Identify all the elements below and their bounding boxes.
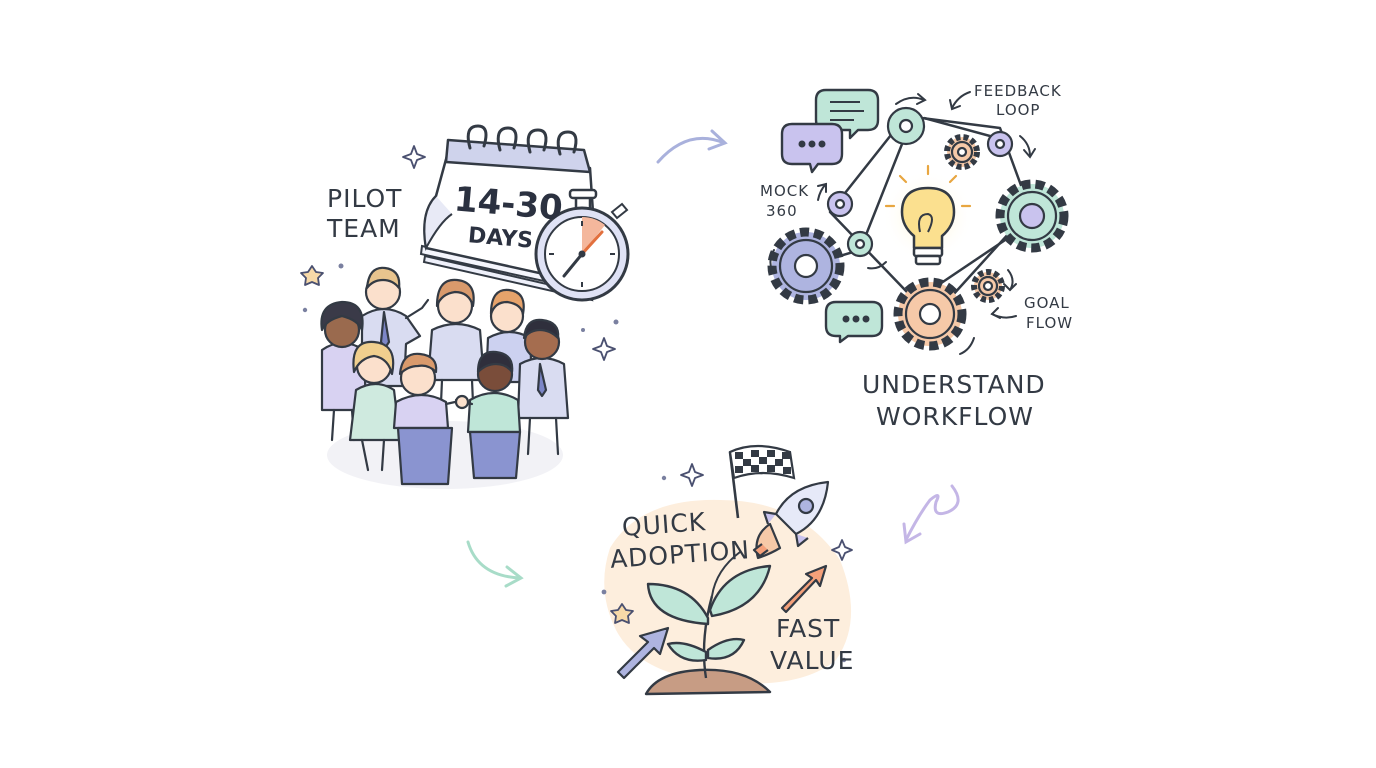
small-arrow-icon [769, 91, 1036, 355]
person-icon [516, 318, 570, 456]
gear-icon [767, 134, 1069, 351]
person-icon [454, 350, 522, 480]
stopwatch-icon [534, 188, 630, 302]
dot-decor [302, 263, 619, 332]
dot-decor [601, 475, 847, 663]
person-icon [426, 278, 486, 428]
flag-icon [728, 444, 796, 519]
feedback-label-line1: FEEDBACK [974, 82, 1062, 100]
mock-label-line2: 360 [766, 202, 798, 220]
fast-label-line2: VALUE [770, 646, 855, 675]
feedback-label-line2: LOOP [996, 101, 1041, 119]
workflow-title-line2: WORKFLOW [876, 402, 1034, 431]
flow-arrow-top [656, 129, 728, 164]
sparkle-icon [300, 145, 616, 361]
pilot-label-line1: PILOT [327, 184, 403, 213]
pilot-label-line2: TEAM [327, 214, 401, 243]
sprout-icon [644, 551, 772, 696]
goal-label-line1: GOAL [1024, 294, 1070, 312]
mock-label-line1: MOCK [760, 182, 810, 200]
workflow-title-line1: UNDERSTAND [862, 370, 1046, 399]
goal-label-line2: FLOW [1026, 314, 1074, 332]
flow-arrow-left [466, 540, 524, 588]
fast-label-line1: FAST [776, 614, 841, 643]
flow-arrow-right [902, 484, 960, 545]
person-icon [392, 352, 466, 486]
growth-arrow-icon [616, 564, 828, 680]
chat-bubble-icon [780, 88, 884, 344]
rocket-icon [752, 480, 830, 560]
sparkle-icon [610, 463, 853, 624]
team-group [320, 266, 570, 489]
lightbulb-icon [884, 164, 972, 266]
pulley-wheel [826, 106, 1014, 258]
quick-label-line1: QUICK [621, 507, 708, 542]
